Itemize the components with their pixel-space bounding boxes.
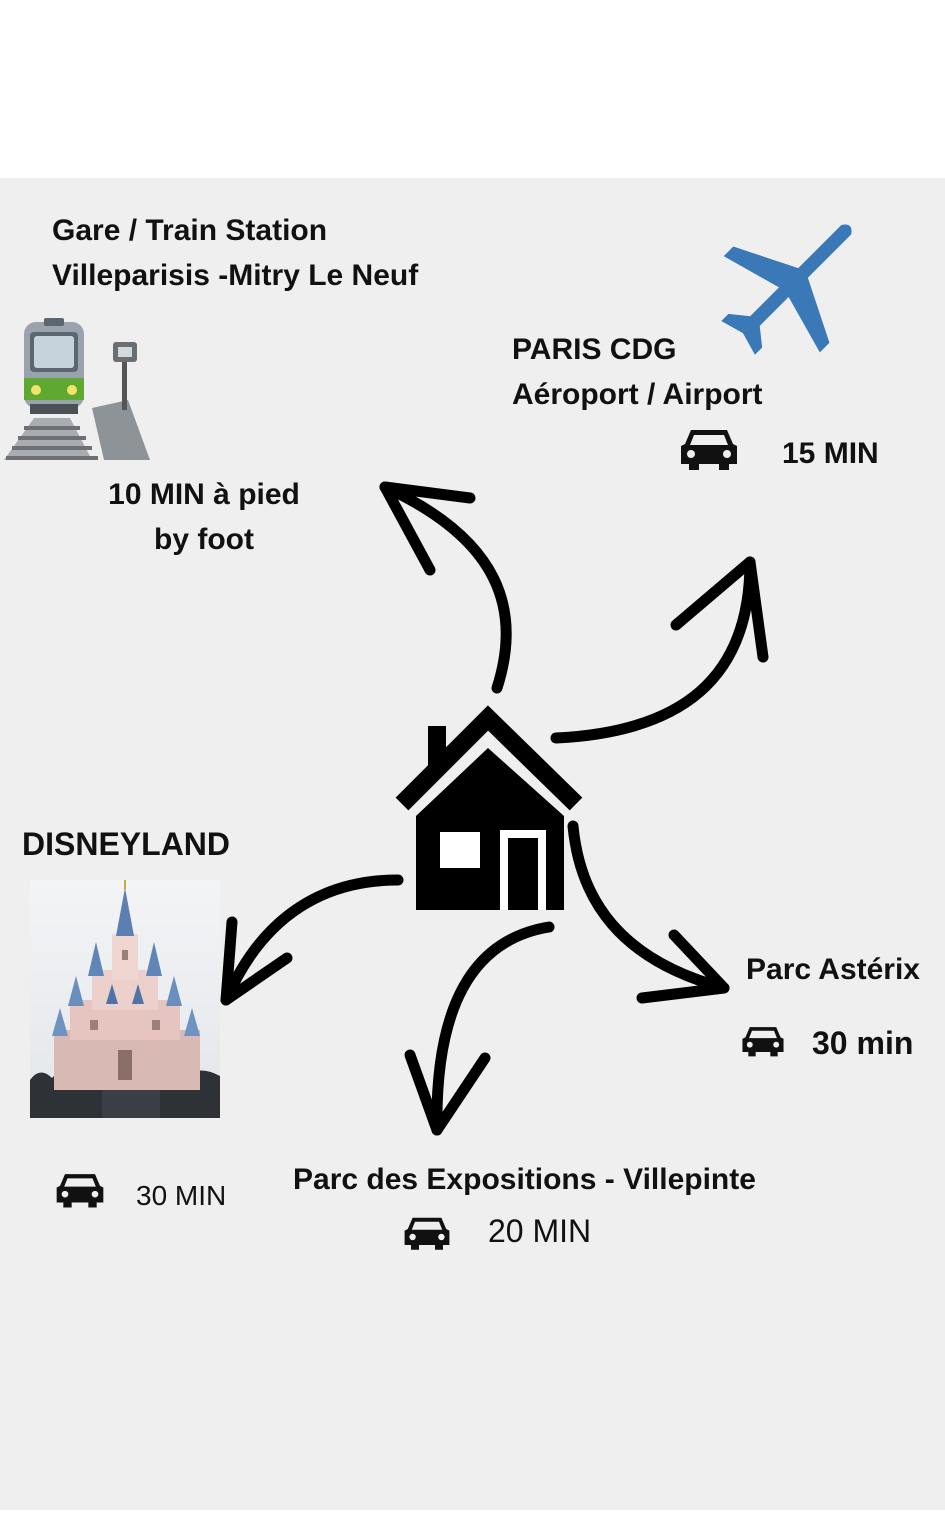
parc-expositions-title: Parc des Expositions - Villepinte bbox=[293, 1163, 756, 1196]
train-station-title-line2: Villeparisis -Mitry Le Neuf bbox=[52, 259, 419, 292]
car-icon bbox=[56, 1174, 104, 1208]
disneyland-time: 30 MIN bbox=[136, 1180, 227, 1211]
train-station-time-line1: 10 MIN à pied bbox=[108, 478, 300, 511]
arrow-head-disneyland bbox=[220, 916, 293, 1006]
arrow-to-asterix bbox=[567, 820, 730, 994]
arrow-to-airport bbox=[550, 556, 756, 744]
train-station-time-line2: by foot bbox=[154, 523, 254, 556]
disneyland-title: DISNEYLAND bbox=[22, 826, 231, 862]
house-icon bbox=[395, 705, 583, 910]
arrow-to-disneyland bbox=[220, 874, 404, 1006]
plane-icon bbox=[721, 224, 852, 355]
car-icon bbox=[742, 1027, 784, 1057]
train-icon bbox=[4, 318, 150, 460]
parc-asterix-time: 30 min bbox=[812, 1025, 914, 1061]
train-station-title-line1: Gare / Train Station bbox=[52, 214, 328, 247]
airport-title-line1: PARIS CDG bbox=[512, 333, 677, 366]
airport-time: 15 MIN bbox=[782, 437, 879, 470]
castle-image bbox=[30, 880, 220, 1118]
car-icon bbox=[404, 1217, 450, 1250]
airport-title-line2: Aéroport / Airport bbox=[512, 378, 763, 411]
arrow-head-expositions bbox=[404, 1049, 491, 1136]
arrow-to-expositions bbox=[431, 921, 555, 1136]
arrow-head-train bbox=[379, 481, 476, 576]
arrow-head-asterix bbox=[636, 929, 730, 1004]
arrow-head-airport bbox=[670, 556, 769, 663]
parc-asterix-title: Parc Astérix bbox=[746, 953, 920, 986]
parc-expositions-time: 20 MIN bbox=[488, 1213, 592, 1249]
arrow-to-train bbox=[379, 481, 512, 694]
car-icon bbox=[681, 430, 737, 470]
